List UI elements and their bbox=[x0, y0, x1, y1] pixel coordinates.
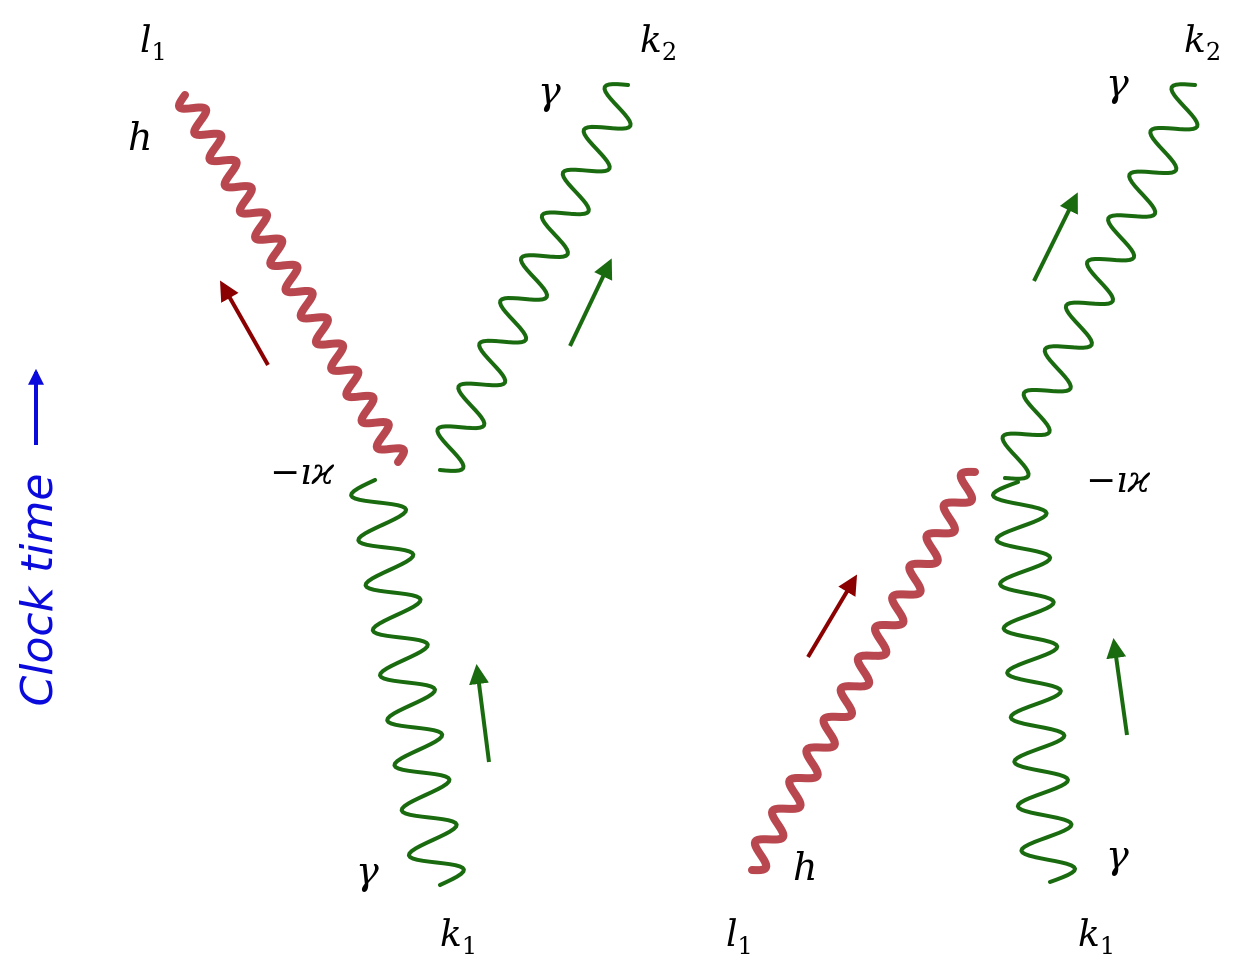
right-label-l1: l1 bbox=[726, 914, 753, 960]
right-graviton-line bbox=[748, 467, 979, 875]
right-photon-outgoing-line bbox=[1000, 82, 1200, 481]
left-label-gamma-out: γ bbox=[538, 69, 561, 113]
left-photon-incoming-line bbox=[349, 478, 466, 887]
left-label-k1: k1 bbox=[440, 914, 477, 960]
right-label-gamma-out: γ bbox=[1106, 61, 1129, 105]
left-photon-in-momentum-arrow bbox=[469, 664, 491, 763]
right-photon-incoming-line bbox=[990, 480, 1078, 884]
right-label-gamma-in: γ bbox=[1106, 833, 1129, 877]
right-diagram: k2 l1 k1 h γ γ −ıϰ bbox=[726, 20, 1221, 960]
left-photon-out-momentum-arrow bbox=[568, 258, 613, 347]
clock-time-label: Clock time bbox=[12, 474, 63, 707]
right-label-k2: k2 bbox=[1184, 20, 1221, 66]
right-label-k1: k1 bbox=[1078, 914, 1115, 960]
left-graviton-line bbox=[174, 91, 409, 466]
left-vertex-label: −ıϰ bbox=[270, 452, 335, 493]
left-label-gamma-in: γ bbox=[356, 849, 379, 893]
left-label-l1: l1 bbox=[140, 20, 167, 66]
left-label-h: h bbox=[128, 115, 152, 159]
right-label-h: h bbox=[793, 845, 817, 889]
left-label-k2: k2 bbox=[640, 20, 677, 66]
right-vertex-label: −ıϰ bbox=[1086, 460, 1151, 501]
right-photon-in-momentum-arrow bbox=[1106, 638, 1129, 736]
left-graviton-momentum-arrow bbox=[220, 280, 270, 366]
left-diagram: l1 k2 k1 h γ γ −ıϰ bbox=[128, 20, 677, 960]
right-photon-out-momentum-arrow bbox=[1032, 192, 1078, 282]
left-photon-outgoing-line bbox=[435, 82, 633, 473]
clock-time-indicator: Clock time bbox=[12, 368, 63, 707]
right-graviton-momentum-arrow bbox=[806, 574, 858, 659]
